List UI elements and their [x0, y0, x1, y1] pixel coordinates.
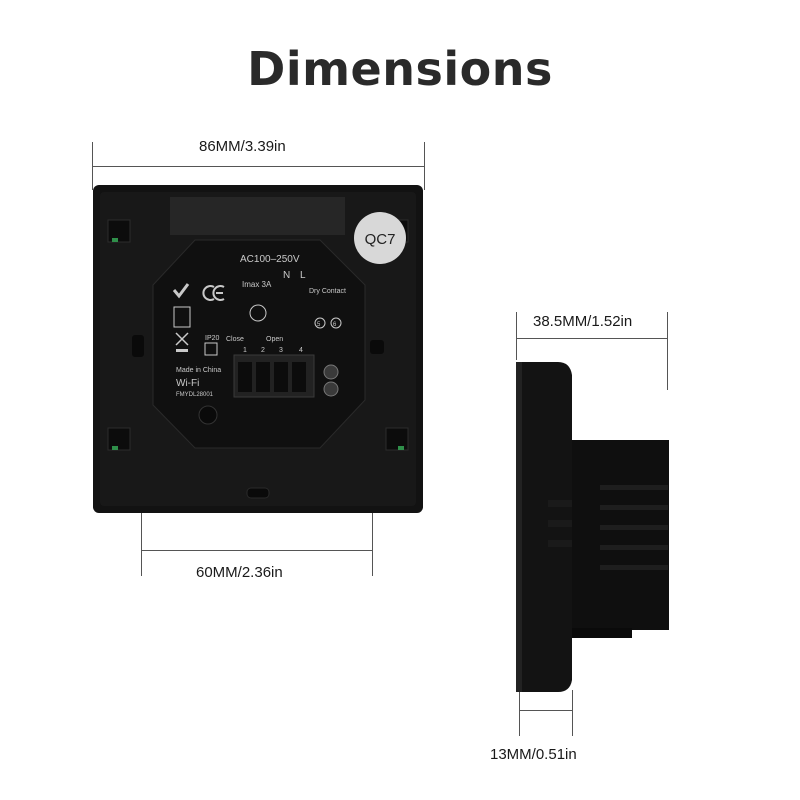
green-mark-1 [112, 238, 118, 242]
screw-6 [323, 381, 339, 397]
device-side-view [516, 362, 669, 692]
side-module-base [572, 628, 632, 638]
terminal-4 [292, 362, 306, 392]
terminal-2 [256, 362, 270, 392]
terminal-3 [274, 362, 288, 392]
screw-5 [323, 364, 339, 380]
clip-bottom-right [385, 427, 409, 451]
top-width-label: 86MM/3.39in [199, 138, 286, 155]
weee-bar-icon [176, 349, 188, 352]
module-width-label: 60MM/2.36in [196, 564, 283, 581]
vent-5 [600, 565, 668, 570]
mount-hole [198, 405, 218, 425]
contact-5-symbol [314, 317, 326, 329]
module-width-dimension-line [141, 550, 373, 551]
close-label: Close [226, 336, 244, 343]
model-code-label: FMYDL28001 [176, 392, 214, 398]
clip-2 [548, 520, 572, 527]
depth-right-extension [667, 312, 668, 390]
terminal-3-label: 3 [279, 347, 283, 354]
wifi-label: Wi-Fi [176, 378, 199, 389]
made-in-label: Made in China [176, 367, 221, 374]
n-label: N [283, 270, 290, 281]
depth-label: 38.5MM/1.52in [533, 313, 633, 330]
side-panel [516, 362, 572, 692]
device-back-view: QC7 AC100–250V N L Imax 3A Dry Contact C… [93, 185, 423, 513]
depth-dimension-line [516, 338, 668, 339]
top-label-strip [170, 197, 345, 235]
ukca-mark-icon [173, 306, 191, 328]
green-mark-2 [112, 446, 118, 450]
vent-1 [600, 485, 668, 490]
open-label: Open [266, 336, 283, 343]
vent-4 [600, 545, 668, 550]
clip-1 [548, 500, 572, 507]
check-mark-icon [172, 283, 190, 299]
depth-left-extension [516, 312, 517, 360]
model-badge [354, 212, 406, 264]
terminal-1 [238, 362, 252, 392]
vent-3 [600, 525, 668, 530]
imax-label: Imax 3A [242, 280, 272, 289]
terminal-4-label: 4 [299, 347, 303, 354]
side-panel-edge [516, 362, 522, 692]
side-slot-right [370, 340, 384, 354]
top-width-dimension-line [92, 166, 425, 167]
terminal-1-label: 1 [243, 347, 247, 354]
ip-rating-label: IP20 [205, 335, 220, 342]
thickness-left-extension [519, 690, 520, 736]
side-slot-left [132, 335, 144, 357]
clip-top-left [107, 219, 131, 243]
terminal-5-label: 5 [317, 322, 321, 328]
thickness-label: 13MM/0.51in [490, 746, 577, 763]
dry-contact-label: Dry Contact [309, 288, 346, 295]
page-title: Dimensions [247, 42, 553, 96]
weee-bin-icon [175, 332, 189, 346]
terminal-6-label: 6 [333, 322, 337, 328]
thickness-dimension-line [519, 710, 573, 711]
relay-symbol [249, 304, 267, 322]
bottom-slot [246, 487, 270, 499]
terminal-2-label: 2 [261, 347, 265, 354]
thickness-right-extension [572, 690, 573, 736]
side-module [572, 440, 669, 630]
l-label: L [300, 270, 306, 281]
ip-symbol [204, 342, 218, 356]
contact-6-symbol [330, 317, 342, 329]
vent-2 [600, 505, 668, 510]
clip-3 [548, 540, 572, 547]
clip-bottom-left [107, 427, 131, 451]
voltage-label: AC100–250V [240, 254, 300, 265]
green-mark-3 [398, 446, 404, 450]
ce-mark-icon [202, 285, 225, 301]
model-badge-text: QC7 [365, 231, 396, 248]
central-module [152, 239, 366, 449]
